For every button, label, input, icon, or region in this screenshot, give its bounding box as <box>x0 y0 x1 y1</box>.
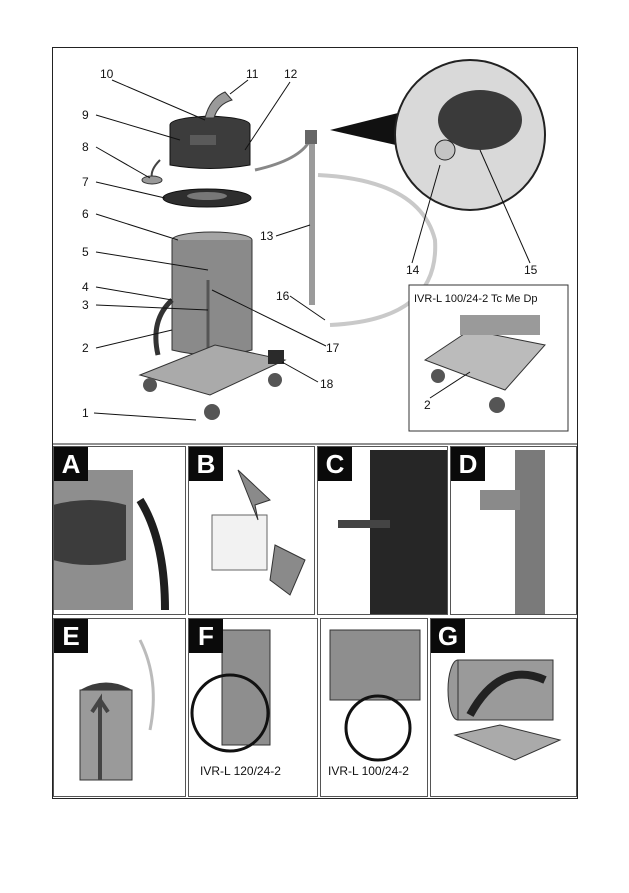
panel-e: E <box>53 618 186 797</box>
callout-10: 10 <box>100 67 114 81</box>
panel-label-d: D <box>451 447 485 481</box>
inset-chassis <box>423 315 546 413</box>
panel-g-art <box>447 659 562 761</box>
callout-17: 17 <box>326 341 340 355</box>
callout-16: 16 <box>276 289 290 303</box>
panel-d-art <box>480 450 545 615</box>
callout-3: 3 <box>82 298 89 312</box>
panel-f-left: F <box>188 618 318 797</box>
callout-7: 7 <box>82 175 89 189</box>
panel-f-right <box>320 618 428 797</box>
caption-ivr-120: IVR-L 120/24-2 <box>198 764 283 778</box>
panel-label-c: C <box>318 447 352 481</box>
leader-lines <box>93 79 531 421</box>
panel-b: B <box>188 446 315 615</box>
callout-8: 8 <box>82 140 89 154</box>
panel-label-g: G <box>431 619 465 653</box>
panel-g: G <box>430 618 577 797</box>
panel-e-art <box>79 639 155 781</box>
callout-6: 6 <box>82 207 89 221</box>
callout-13: 13 <box>260 229 274 243</box>
panel-label-b: B <box>189 447 223 481</box>
callout-9: 9 <box>82 108 89 122</box>
inset-model-label: IVR-L 100/24-2 Tc Me Dp <box>414 293 538 305</box>
callout-2: 2 <box>82 341 89 355</box>
lid-filter <box>162 188 252 208</box>
panel-c-art <box>338 450 448 615</box>
chassis <box>138 344 287 420</box>
inset-callout-2: 2 <box>424 398 431 412</box>
callout-5: 5 <box>82 245 89 259</box>
figure-frame <box>52 47 578 799</box>
panel-a: A <box>53 446 186 615</box>
callout-18: 18 <box>320 377 334 391</box>
panel-d: D <box>450 446 577 615</box>
callout-15: 15 <box>524 263 538 277</box>
callout-1: 1 <box>82 406 89 420</box>
panel-label-a: A <box>54 447 88 481</box>
container <box>153 231 253 356</box>
drum-pump <box>254 130 438 327</box>
callout-4: 4 <box>82 280 89 294</box>
vacuum-head <box>169 91 251 169</box>
panel-b-art <box>211 469 306 596</box>
panel-f-art <box>190 629 421 762</box>
callout-11: 11 <box>246 67 259 81</box>
panel-c: C <box>317 446 448 615</box>
detail-magnifier <box>330 59 546 211</box>
panel-a-art <box>53 470 169 611</box>
panel-label-f: F <box>189 619 223 653</box>
caption-ivr-100: IVR-L 100/24-2 <box>326 764 411 778</box>
callout-12: 12 <box>284 67 298 81</box>
callout-14: 14 <box>406 263 420 277</box>
power-cable <box>141 159 163 185</box>
panel-label-e: E <box>54 619 88 653</box>
